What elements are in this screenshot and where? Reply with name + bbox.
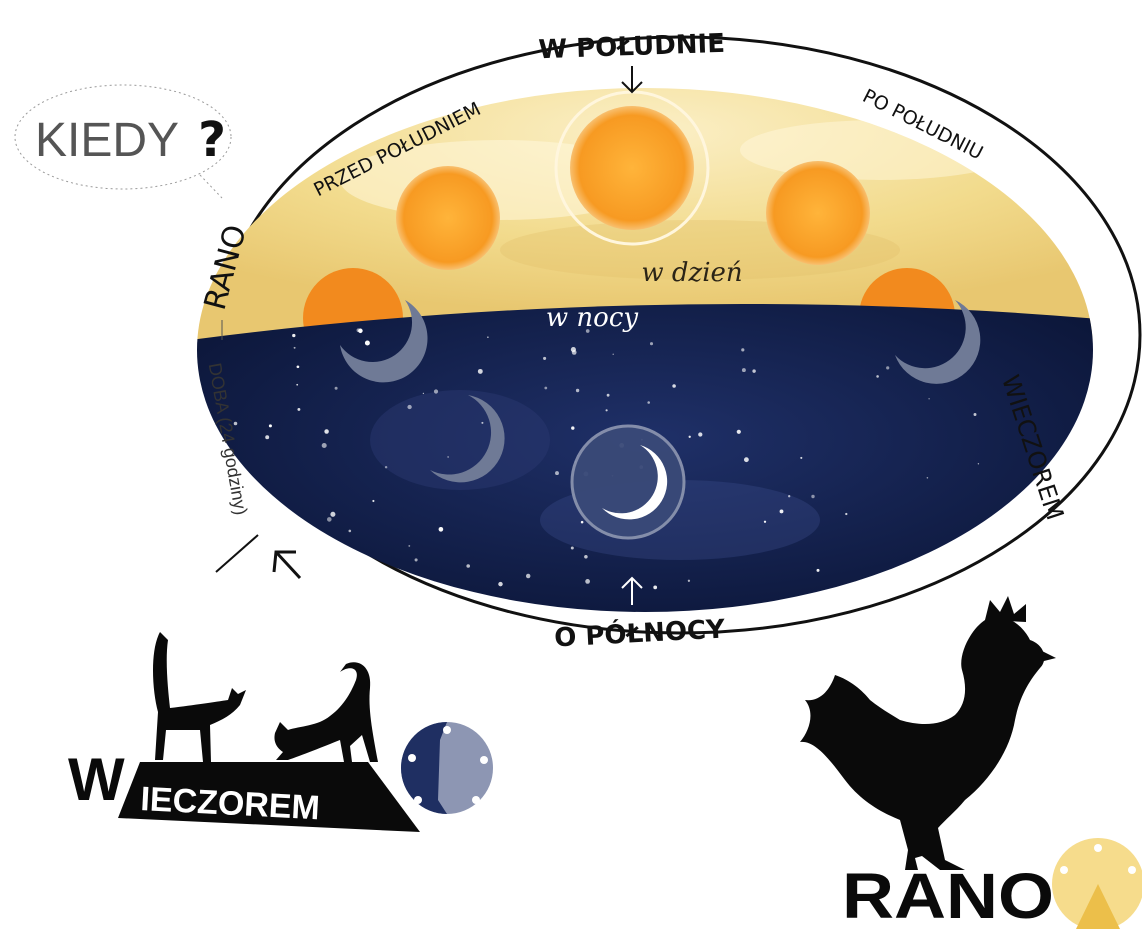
star bbox=[292, 334, 295, 337]
rooster-icon bbox=[800, 596, 1056, 870]
morning-sign: RANO bbox=[842, 860, 1054, 929]
star bbox=[439, 527, 444, 532]
star bbox=[365, 341, 370, 346]
star bbox=[585, 579, 590, 584]
arrow-icon-cycle bbox=[274, 552, 300, 578]
star bbox=[349, 530, 352, 533]
star bbox=[385, 466, 387, 468]
star bbox=[845, 513, 847, 515]
label-noon: W POŁUDNIE bbox=[538, 29, 725, 65]
sun-icon-forenoon bbox=[396, 166, 500, 270]
star bbox=[737, 430, 741, 434]
star bbox=[607, 394, 610, 397]
star bbox=[466, 564, 470, 568]
star bbox=[811, 495, 814, 498]
star bbox=[764, 521, 766, 523]
evening-sign-initial: W bbox=[68, 746, 125, 813]
question-text: KIEDY bbox=[35, 114, 179, 167]
star bbox=[408, 545, 410, 547]
label-day: w dzień bbox=[641, 258, 742, 288]
clock-icon-evening bbox=[401, 722, 493, 814]
star bbox=[974, 413, 977, 416]
star bbox=[415, 558, 418, 561]
star bbox=[788, 495, 790, 497]
star bbox=[576, 389, 579, 392]
star bbox=[330, 512, 335, 517]
star bbox=[296, 384, 298, 386]
star bbox=[324, 429, 329, 434]
star bbox=[613, 354, 614, 355]
star bbox=[927, 477, 929, 479]
star bbox=[544, 387, 547, 390]
star bbox=[555, 471, 559, 475]
star bbox=[650, 342, 653, 345]
star bbox=[434, 389, 438, 393]
star bbox=[571, 547, 574, 550]
star bbox=[481, 422, 483, 424]
label-night: w nocy bbox=[546, 303, 638, 333]
star bbox=[742, 368, 746, 372]
star bbox=[297, 408, 300, 411]
star bbox=[358, 329, 363, 334]
sun-icon-afternoon bbox=[766, 161, 870, 265]
star bbox=[322, 443, 327, 448]
star bbox=[647, 401, 650, 404]
star bbox=[653, 586, 657, 590]
moon-icon-midnight bbox=[572, 426, 684, 538]
star bbox=[817, 569, 820, 572]
star bbox=[571, 426, 574, 429]
star bbox=[297, 365, 300, 368]
star bbox=[407, 405, 411, 409]
star bbox=[265, 435, 269, 439]
star bbox=[423, 393, 424, 394]
evening-sign: W IECZOREM bbox=[68, 746, 420, 832]
star bbox=[526, 574, 530, 578]
sun-icon-noon bbox=[556, 92, 708, 244]
star bbox=[487, 336, 488, 337]
star bbox=[327, 517, 332, 522]
star bbox=[572, 350, 577, 355]
star bbox=[581, 521, 584, 524]
star bbox=[447, 456, 448, 457]
label-midnight: O PÓŁNOCY bbox=[553, 613, 726, 654]
star bbox=[928, 398, 929, 399]
star bbox=[780, 509, 784, 513]
star bbox=[876, 375, 879, 378]
star bbox=[584, 555, 588, 559]
star bbox=[335, 387, 338, 390]
question-mark: ? bbox=[198, 112, 226, 168]
star bbox=[478, 369, 483, 374]
star bbox=[688, 580, 690, 582]
star bbox=[752, 369, 755, 372]
star bbox=[372, 500, 374, 502]
star bbox=[978, 463, 979, 464]
star bbox=[498, 582, 502, 586]
star bbox=[886, 366, 889, 369]
evening-sign-text: IECZOREM bbox=[140, 780, 321, 827]
cat-icon bbox=[153, 632, 378, 762]
clock-icon-morning bbox=[1052, 838, 1142, 929]
star bbox=[698, 432, 702, 436]
star bbox=[294, 347, 296, 349]
star bbox=[543, 357, 546, 360]
star bbox=[800, 457, 802, 459]
star bbox=[606, 409, 608, 411]
star bbox=[672, 384, 676, 388]
star bbox=[269, 424, 272, 427]
star bbox=[689, 436, 691, 438]
star bbox=[744, 457, 749, 462]
question-bubble: KIEDY ? bbox=[15, 85, 231, 198]
star bbox=[741, 348, 744, 351]
